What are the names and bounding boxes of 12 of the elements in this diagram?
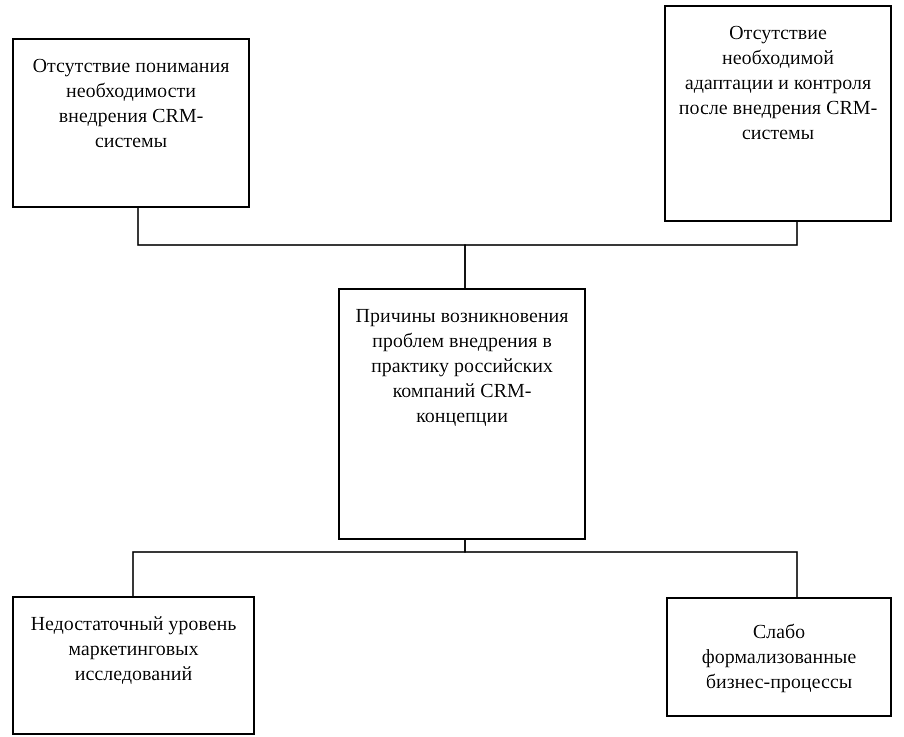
text-box <box>338 288 586 540</box>
connector-line <box>464 222 798 288</box>
text-box <box>666 597 892 717</box>
connector-line <box>464 540 798 597</box>
box-text: Слабо формализованные бизнес-процессы <box>700 620 858 694</box>
text-box <box>12 38 250 208</box>
box-text: Недостаточный уровень маркетинговых исследований <box>30 612 238 687</box>
text-box <box>12 596 255 735</box>
box-text: Отсутствие понимания необходимости внедрения CRM-системы <box>32 54 230 154</box>
box-text: Причины возникновения проблем внедрения в практику российских компаний CRM-концепции <box>354 304 570 429</box>
box-text: Отсутствие необходимой адаптации и контроля после внедрения CRM-системы <box>678 21 878 146</box>
text-box <box>664 5 892 222</box>
